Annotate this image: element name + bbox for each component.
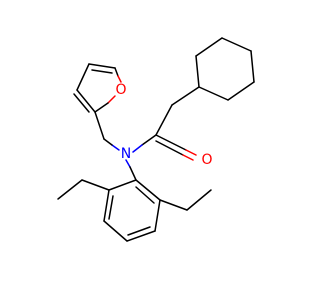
- amide-bond: [132, 134, 157, 153]
- carbonyl-oxygen-label: O: [201, 152, 212, 168]
- benzene-ring: [103, 179, 161, 242]
- carbonyl-group: [155, 134, 197, 161]
- n-aryl-bond: [125, 159, 137, 181]
- nitrogen-atom-label: N: [121, 146, 131, 162]
- furan-ring: [73, 63, 122, 113]
- ethyl-group-left: [57, 179, 110, 200]
- molecule-canvas: N O O: [57, 37, 255, 242]
- furan-oxygen-label: O: [115, 82, 126, 98]
- ethyl-group-right: [159, 189, 212, 211]
- molecule-structure: N O O: [57, 37, 255, 242]
- furfuryl-linker: [94, 111, 120, 151]
- alkyl-chain: [155, 86, 200, 136]
- cyclohexane-ring: [195, 37, 255, 101]
